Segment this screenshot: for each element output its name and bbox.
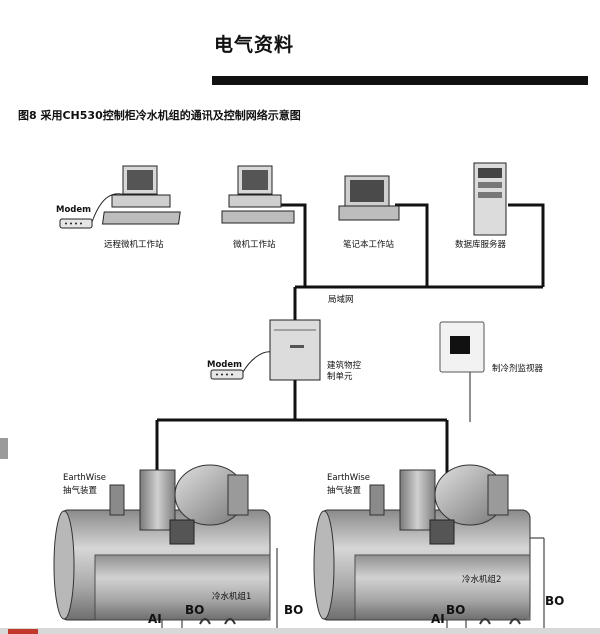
earthwise-right-label-1: EarthWise <box>327 473 371 483</box>
bo-label-right-2: BO <box>545 594 565 608</box>
earthwise-left-label-1: EarthWise <box>63 473 107 483</box>
refrigerant-monitor-icon <box>439 321 485 373</box>
refrigerant-monitor-label: 制冷剂监视器 <box>492 364 544 374</box>
chiller-1-icon <box>53 464 271 625</box>
page-edge-tab <box>0 438 8 459</box>
earthwise-right-label-2: 抽气装置 <box>327 486 362 496</box>
modem-top-icon <box>59 218 93 229</box>
remote-workstation-label: 远程微机工作站 <box>104 240 164 250</box>
ai-label-right: AI <box>431 612 445 626</box>
earthwise-left-label-2: 抽气装置 <box>63 486 98 496</box>
laptop-workstation-label: 笔记本工作站 <box>343 240 395 250</box>
remote-workstation-icon <box>101 165 181 225</box>
workstation-icon <box>221 165 295 224</box>
database-server-label: 数据库服务器 <box>455 240 507 250</box>
lan-cable-laptop <box>395 203 429 287</box>
bottom-scroll-strip <box>0 628 600 634</box>
chiller-2-label: 冷水机组2 <box>462 575 502 585</box>
chiller-1-label: 冷水机组1 <box>212 592 252 602</box>
lan-cable-server <box>508 203 545 287</box>
modem-top-label: Modem <box>56 205 92 215</box>
modem-mid-cable <box>242 351 273 373</box>
bottom-red-marker <box>8 629 38 634</box>
chiller-2-icon <box>313 464 531 625</box>
building-control-unit-icon <box>269 319 321 381</box>
figure-caption: 图8 采用CH530控制柜冷水机组的通讯及控制网络示意图 <box>18 109 301 122</box>
modem-mid-icon <box>210 369 244 380</box>
page-title: 电气资料 <box>214 34 295 56</box>
bo-label-right-1: BO <box>446 603 466 617</box>
modem-top-cable <box>91 193 127 223</box>
bas-label-line1: 建筑物控 <box>327 361 362 371</box>
bas-label-line2: 制单元 <box>327 372 353 382</box>
laptop-workstation-icon <box>338 175 400 221</box>
database-server-icon <box>473 162 507 236</box>
bo-label-left-1: BO <box>185 603 205 617</box>
lan-cable-workstation <box>277 203 307 287</box>
title-underline-bar <box>212 76 588 85</box>
lan-label: 局域网 <box>328 295 354 305</box>
bo-label-left-2: BO <box>284 603 304 617</box>
ai-label-left: AI <box>148 612 162 626</box>
workstation-label: 微机工作站 <box>233 240 276 250</box>
modem-mid-label: Modem <box>207 360 243 370</box>
